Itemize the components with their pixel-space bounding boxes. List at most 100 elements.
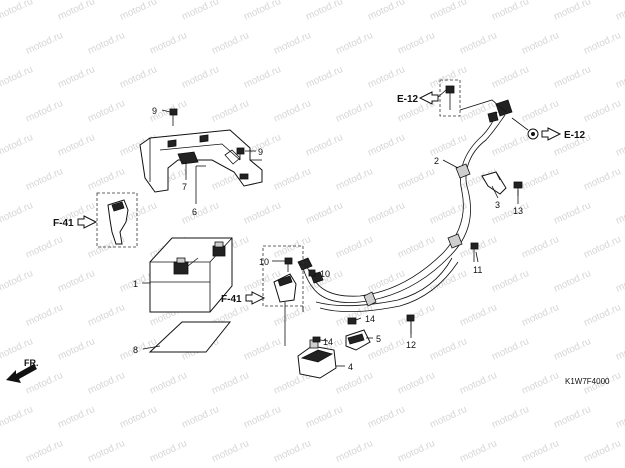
watermark-text: motod.ru [396, 234, 436, 261]
watermark-text: motod.ru [242, 64, 282, 91]
watermark-text: motod.ru [552, 64, 592, 91]
watermark-text: motod.ru [520, 302, 560, 329]
front-label: FR. [24, 358, 39, 368]
front-arrow-icon [6, 364, 37, 383]
terminal-nut-e12 [511, 117, 539, 140]
watermark-text: motod.ru [304, 0, 344, 23]
watermark-text: motod.ru [24, 234, 64, 261]
watermark-text: motod.ru [210, 438, 250, 465]
terminal-cover-center [262, 245, 304, 307]
watermark-text: motod.ru [428, 404, 468, 431]
watermark-text: motod.ru [614, 0, 625, 23]
watermark-text: motod.ru [520, 438, 560, 465]
starter-relay [297, 339, 337, 379]
watermark-text: motod.ru [180, 64, 220, 91]
watermark-text: motod.ru [614, 64, 625, 91]
watermark-text: motod.ru [180, 0, 220, 23]
watermark-text: motod.ru [272, 98, 312, 125]
watermark-text: motod.ru [552, 268, 592, 295]
watermark-text: motod.ru [490, 268, 530, 295]
callout-4: 4 [348, 362, 353, 372]
watermark-text: motod.ru [428, 132, 468, 159]
watermark-text: motod.ru [396, 438, 436, 465]
watermark-text: motod.ru [210, 98, 250, 125]
watermark-text: motod.ru [490, 64, 530, 91]
ref-arrow-e12-left [418, 91, 439, 105]
watermark-text: motod.ru [520, 98, 560, 125]
watermark-text: motod.ru [366, 200, 406, 227]
watermark-text: motod.ru [552, 336, 592, 363]
watermark-text: motod.ru [210, 30, 250, 57]
callout-7: 7 [182, 182, 187, 192]
watermark-text: motod.ru [118, 64, 158, 91]
fuse-14-lower [312, 336, 321, 343]
battery [149, 237, 233, 313]
watermark-text: motod.ru [118, 404, 158, 431]
callout-9-upper: 9 [152, 106, 157, 116]
bolt-e12 [445, 85, 455, 110]
callout-13: 13 [513, 206, 523, 216]
watermark-text: motod.ru [334, 30, 374, 57]
leader-lines [142, 79, 519, 367]
watermark-text: motod.ru [520, 30, 560, 57]
watermark-text: motod.ru [396, 166, 436, 193]
watermark-text: motod.ru [552, 0, 592, 23]
watermark-text: motod.ru [396, 370, 436, 397]
watermark-text: motod.ru [366, 0, 406, 23]
ref-f41-center: F-41 [221, 294, 242, 305]
watermark-text: motod.ru [520, 234, 560, 261]
watermark-text: motod.ru [428, 0, 468, 23]
battery-bracket [139, 129, 263, 193]
watermark-text: motod.ru [428, 336, 468, 363]
watermark-text: motod.ru [242, 200, 282, 227]
ref-f41-left: F-41 [53, 218, 74, 229]
watermark-text: motod.ru [428, 268, 468, 295]
watermark-text: motod.ru [582, 166, 622, 193]
watermark-text: motod.ru [272, 30, 312, 57]
watermark-text: motod.ru [148, 30, 188, 57]
watermark-text: motod.ru [334, 370, 374, 397]
watermark-text: motod.ru [242, 336, 282, 363]
watermark-text: motod.ru [304, 200, 344, 227]
watermark-text: motod.ru [180, 404, 220, 431]
watermark-text: motod.ru [24, 370, 64, 397]
watermark-text: motod.ru [458, 30, 498, 57]
watermark-text: motod.ru [552, 200, 592, 227]
watermark-text: motod.ru [458, 302, 498, 329]
watermark-text: motod.ru [396, 30, 436, 57]
callout-14-lower: 14 [323, 337, 333, 347]
callout-12: 12 [406, 340, 416, 350]
watermark-text: motod.ru [210, 370, 250, 397]
bolt-11 [470, 242, 479, 262]
watermark-text: motod.ru [0, 404, 35, 431]
watermark-text: motod.ru [0, 0, 35, 23]
watermark-text: motod.ru [24, 98, 64, 125]
callout-5: 5 [376, 334, 381, 344]
watermark-text: motod.ru [180, 200, 220, 227]
watermark-text: motod.ru [614, 200, 625, 227]
watermark-text: motod.ru [86, 370, 126, 397]
diagram-code: K1W7F4000 [565, 377, 610, 386]
terminal-cover-left [96, 192, 138, 248]
watermark-text: motod.ru [242, 404, 282, 431]
watermark-text: motod.ru [0, 268, 35, 295]
watermark-text: motod.ru [56, 268, 96, 295]
watermark-text: motod.ru [304, 404, 344, 431]
watermark-text: motod.ru [148, 370, 188, 397]
label-sticker-7 [177, 151, 199, 165]
bolt-10-right [308, 269, 316, 277]
watermark-text: motod.ru [0, 132, 35, 159]
watermark-text: motod.ru [24, 30, 64, 57]
fuse-14-upper [347, 317, 357, 325]
watermark-text: motod.ru [396, 302, 436, 329]
ref-e12-left: E-12 [397, 94, 419, 105]
watermark-text: motod.ru [614, 336, 625, 363]
watermark-text: motod.ru [334, 166, 374, 193]
watermark-text: motod.ru [24, 302, 64, 329]
ref-arrow-f41-left [77, 215, 98, 229]
watermark-text: motod.ru [272, 166, 312, 193]
watermark-text: motod.ru [582, 98, 622, 125]
watermark-text: motod.ru [304, 132, 344, 159]
watermark-text: motod.ru [56, 0, 96, 23]
